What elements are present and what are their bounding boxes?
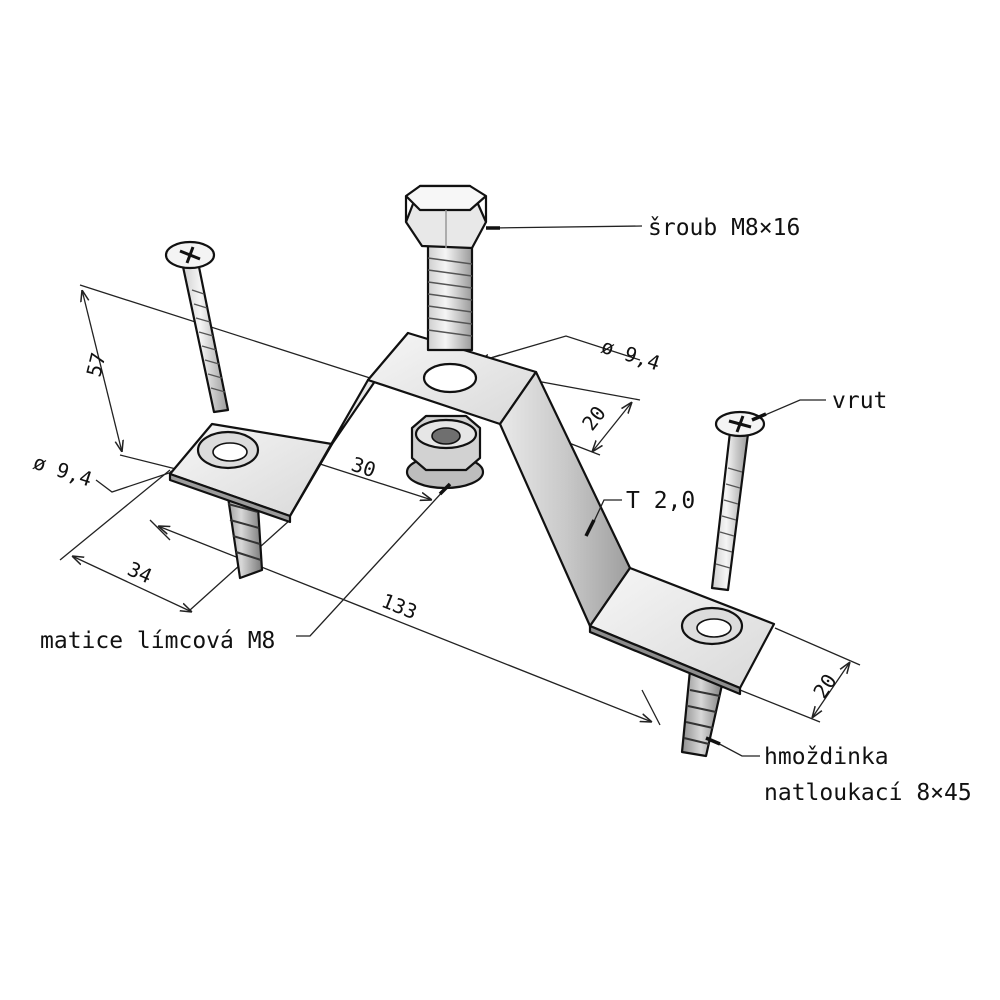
phillips-head-icon — [728, 415, 752, 433]
bolt-label: šroub M8×16 — [648, 215, 800, 241]
left-screw — [164, 240, 230, 414]
dim-neck: 30 — [348, 452, 378, 482]
screw-label: vrut — [832, 388, 887, 414]
dim-top-width: 20 — [577, 401, 611, 435]
anchor-label-line1: hmoždinka — [764, 744, 889, 770]
dim-foot: 34 — [124, 557, 156, 589]
right-screw-head-in-hole — [680, 606, 744, 646]
dim-height: 57 — [82, 350, 111, 379]
dim-length: 133 — [378, 588, 420, 624]
phillips-head-icon — [179, 246, 201, 264]
flange-nut-icon — [405, 414, 485, 490]
thickness-label: T 2,0 — [626, 488, 695, 514]
right-screw — [710, 410, 766, 592]
dim-hole-left: ø 9,4 — [30, 450, 95, 491]
nut-label: matice límcová M8 — [40, 628, 275, 654]
dim-hole-top: ø 9,4 — [598, 334, 663, 375]
right-screw-thread — [715, 467, 743, 569]
hex-bolt-icon — [404, 184, 488, 352]
anchor-label-line2: natloukací 8×45 — [764, 780, 972, 806]
left-screw-head-in-hole — [196, 430, 260, 470]
left-screw-thread — [191, 289, 226, 393]
dim-strip-width: 20 — [808, 669, 841, 702]
leader-lines — [296, 225, 826, 757]
